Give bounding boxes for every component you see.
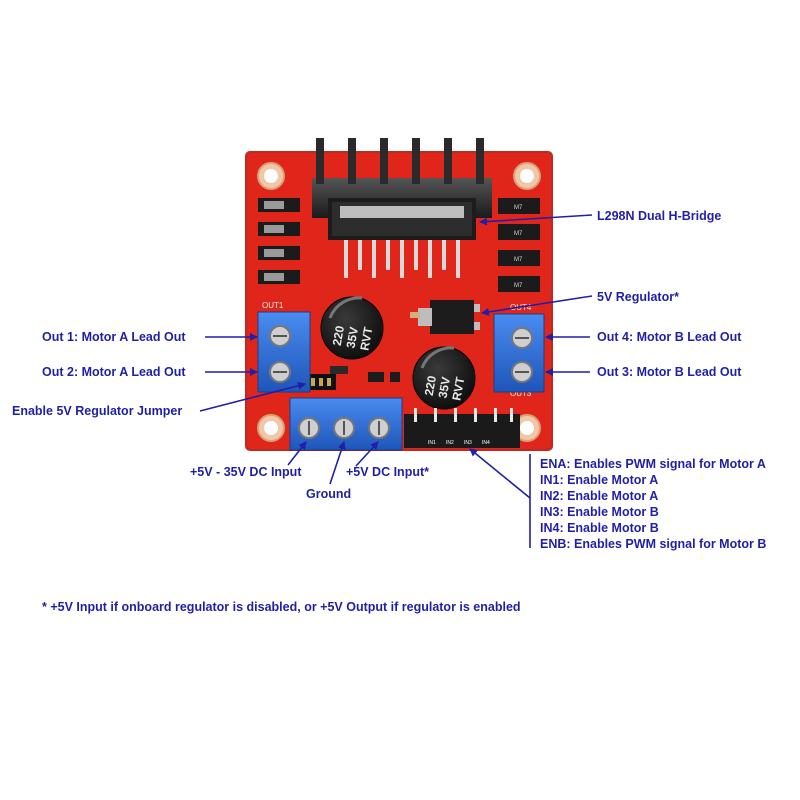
label-ground: Ground bbox=[306, 487, 351, 501]
pin-label-in2: IN2: Enable Motor A bbox=[540, 489, 658, 503]
header-pin-in3: IN3 bbox=[464, 440, 472, 446]
cap-text: RVT bbox=[357, 325, 375, 352]
silk-out3: OUT3 bbox=[510, 389, 532, 398]
header-pin-in1: IN1 bbox=[428, 440, 436, 446]
cap-text: 35V bbox=[344, 326, 361, 349]
regulator-chip bbox=[418, 300, 480, 334]
silk-out1: OUT1 bbox=[262, 301, 284, 310]
header-pin-in2: IN2 bbox=[446, 440, 454, 446]
pin-label-in1: IN1: Enable Motor A bbox=[540, 473, 658, 487]
pin-label-ena: ENA: Enables PWM signal for Motor A bbox=[540, 457, 766, 471]
label-out3: Out 3: Motor B Lead Out bbox=[597, 365, 742, 379]
label-out1: Out 1: Motor A Lead Out bbox=[42, 330, 186, 344]
terminal-block-right bbox=[493, 313, 545, 393]
label-power-in: +5V - 35V DC Input bbox=[190, 465, 302, 479]
pin-label-in4: IN4: Enable Motor B bbox=[540, 521, 659, 535]
diode-label: M7 bbox=[514, 257, 523, 263]
regulator-jumper bbox=[306, 374, 336, 390]
cap-text: RVT bbox=[449, 375, 467, 402]
label-five-v-in: +5V DC Input* bbox=[346, 465, 429, 479]
diode-label: M7 bbox=[514, 205, 523, 211]
capacitor-2: 220 35V RVT bbox=[412, 346, 476, 410]
arrow-ground bbox=[329, 441, 346, 485]
diodes-left bbox=[258, 198, 300, 284]
arrow-five-v-in bbox=[355, 441, 379, 467]
pin-label-enb: ENB: Enables PWM signal for Motor B bbox=[540, 537, 766, 551]
label-out4: Out 4: Motor B Lead Out bbox=[597, 330, 742, 344]
diodes-right: M7 M7 M7 M7 bbox=[498, 198, 540, 292]
label-jumper: Enable 5V Regulator Jumper bbox=[12, 404, 182, 418]
arrow-pins bbox=[469, 448, 531, 499]
arrow-chip bbox=[479, 214, 593, 226]
label-out2: Out 2: Motor A Lead Out bbox=[42, 365, 186, 379]
label-regulator: 5V Regulator* bbox=[597, 290, 679, 304]
mounting-holes bbox=[257, 162, 541, 442]
cap-text: 220 bbox=[422, 374, 439, 396]
arrow-power-in bbox=[287, 441, 307, 466]
capacitor-1: 220 35V RVT bbox=[320, 296, 384, 360]
label-chip: L298N Dual H-Bridge bbox=[597, 209, 721, 223]
cap-text: 35V bbox=[436, 376, 453, 399]
terminal-block-left bbox=[257, 311, 311, 393]
cap-text: 220 bbox=[330, 324, 347, 346]
diode-label: M7 bbox=[514, 283, 523, 289]
footnote: * +5V Input if onboard regulator is disa… bbox=[42, 600, 521, 614]
diode-label: M7 bbox=[514, 231, 523, 237]
terminal-block-power bbox=[289, 397, 403, 451]
pin-label-in3: IN3: Enable Motor B bbox=[540, 505, 659, 519]
control-header: IN1 IN2 IN3 IN4 bbox=[404, 408, 520, 448]
arrow-jumper bbox=[199, 381, 306, 412]
l298n-chip bbox=[328, 198, 476, 278]
header-pin-in4: IN4 bbox=[482, 440, 490, 446]
arrow-regulator bbox=[481, 295, 593, 316]
